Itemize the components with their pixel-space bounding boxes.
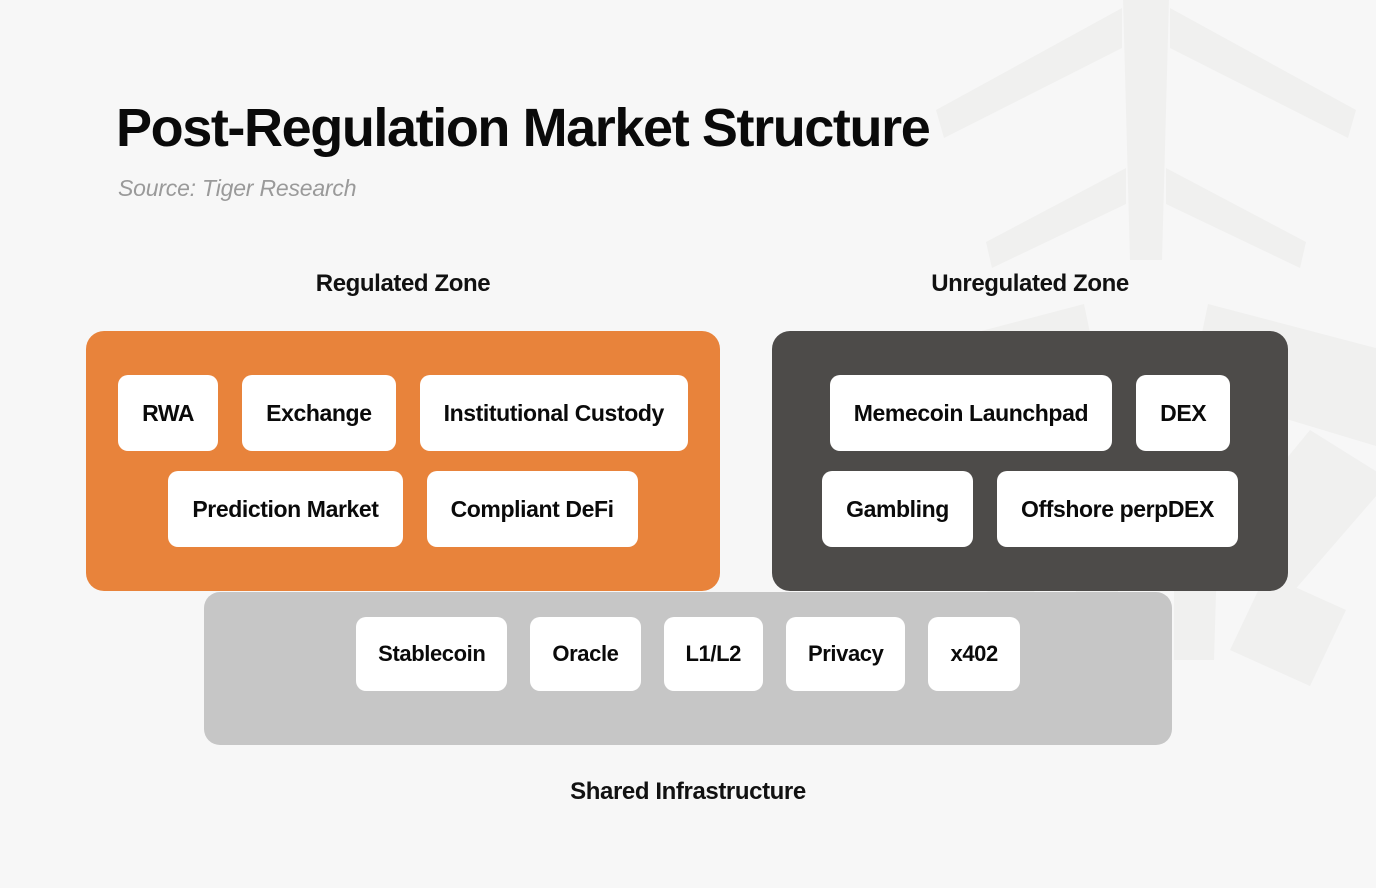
regulated-chip-rwa[interactable]: RWA bbox=[118, 375, 219, 451]
infra-chip-x402[interactable]: x402 bbox=[928, 616, 1020, 691]
unregulated-chip-memecoin-launchpad[interactable]: Memecoin Launchpad bbox=[829, 375, 1113, 451]
shared-infrastructure-panel: Stablecoin Oracle L1/L2 Privacy x402 bbox=[204, 592, 1172, 745]
infra-chip-privacy[interactable]: Privacy bbox=[785, 616, 906, 691]
regulated-zone-panel: RWA Exchange Institutional Custody Predi… bbox=[86, 331, 720, 591]
regulated-chip-institutional-custody[interactable]: Institutional Custody bbox=[419, 375, 688, 451]
infra-chip-stablecoin[interactable]: Stablecoin bbox=[356, 616, 508, 691]
unregulated-zone-panel: Memecoin Launchpad DEX Gambling Offshore… bbox=[772, 331, 1288, 591]
infra-chip-oracle[interactable]: Oracle bbox=[530, 616, 641, 691]
unregulated-zone-heading: Unregulated Zone bbox=[931, 270, 1129, 297]
source-attribution: Source: Tiger Research bbox=[118, 174, 357, 201]
regulated-zone-heading: Regulated Zone bbox=[315, 270, 491, 297]
infra-chip-l1-l2[interactable]: L1/L2 bbox=[663, 616, 763, 691]
unregulated-chip-offshore-perpdex[interactable]: Offshore perpDEX bbox=[996, 471, 1238, 547]
regulated-chip-compliant-defi[interactable]: Compliant DeFi bbox=[426, 471, 638, 547]
unregulated-zone-row-2: Gambling Offshore perpDEX bbox=[794, 471, 1266, 547]
header: Post-Regulation Market Structure Source:… bbox=[116, 98, 931, 202]
regulated-chip-exchange[interactable]: Exchange bbox=[242, 375, 396, 451]
unregulated-chip-gambling[interactable]: Gambling bbox=[822, 471, 973, 547]
regulated-zone-row-2: Prediction Market Compliant DeFi bbox=[108, 471, 698, 547]
regulated-chip-prediction-market[interactable]: Prediction Market bbox=[168, 471, 403, 547]
unregulated-zone-row-1: Memecoin Launchpad DEX bbox=[794, 375, 1266, 451]
shared-infrastructure-label: Shared Infrastructure bbox=[570, 778, 806, 805]
unregulated-chip-dex[interactable]: DEX bbox=[1136, 375, 1231, 451]
regulated-zone-row-1: RWA Exchange Institutional Custody bbox=[108, 375, 698, 451]
page-title: Post-Regulation Market Structure bbox=[116, 98, 931, 158]
